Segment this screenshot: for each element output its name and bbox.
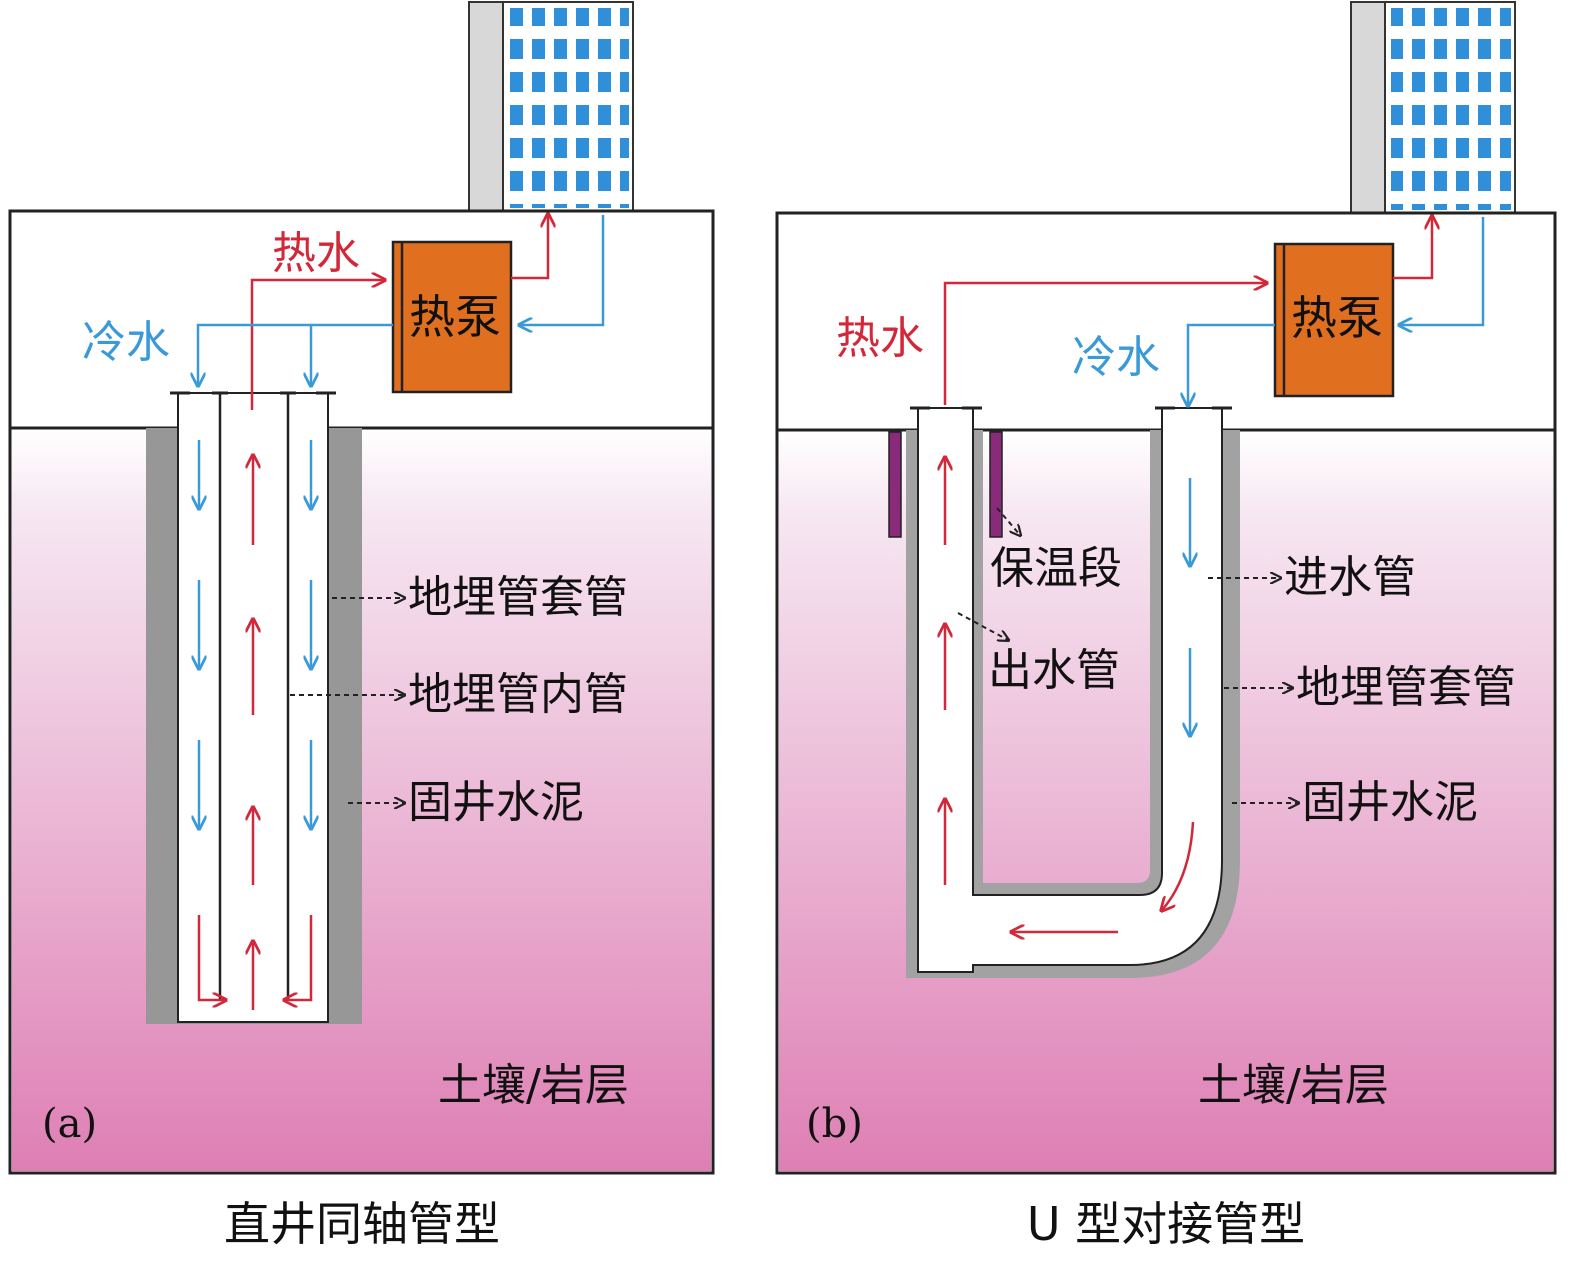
panel-tag-b: (b) bbox=[806, 1101, 863, 1147]
soil-label-b: 土壤/岩层 bbox=[1198, 1060, 1389, 1111]
bend-arrow-b bbox=[1162, 821, 1195, 910]
hot-supply-pipe-b bbox=[943, 283, 1266, 405]
turn-arrow-right-a bbox=[285, 915, 313, 1000]
cold-from-building-b bbox=[1400, 217, 1485, 325]
leader-insulation bbox=[996, 507, 1020, 535]
turn-arrow-left-a bbox=[197, 915, 225, 1000]
down-flow-arrows-a bbox=[199, 440, 311, 828]
outlet-pipe-label: 出水管 bbox=[988, 645, 1120, 696]
heat-pump-label-b: 热泵 bbox=[1291, 291, 1383, 345]
caption-b: U 型对接管型 bbox=[1027, 1197, 1305, 1251]
hot-to-building-a bbox=[511, 215, 548, 280]
insulation-label: 保温段 bbox=[990, 543, 1122, 594]
building-a bbox=[468, 1, 634, 213]
cold-from-building-a bbox=[520, 215, 605, 325]
heat-pump-b: 热泵 bbox=[1273, 242, 1395, 398]
inner-pipe-label-a: 地埋管内管 bbox=[408, 669, 628, 720]
inlet-pipe-label: 进水管 bbox=[1284, 552, 1416, 603]
hot-water-label-b: 热水 bbox=[836, 313, 924, 364]
building-b bbox=[1350, 1, 1516, 215]
heat-pump-label: 热泵 bbox=[409, 290, 501, 344]
insulation-left bbox=[888, 431, 902, 538]
leader-outlet-pipe bbox=[957, 612, 1008, 640]
outer-casing-label-b: 地埋管套管 bbox=[1296, 662, 1516, 713]
hot-supply-pipe-a bbox=[250, 280, 384, 410]
cement-b bbox=[906, 430, 1240, 978]
cement-label-b: 固井水泥 bbox=[1302, 777, 1478, 828]
hot-water-label-a: 热水 bbox=[272, 228, 360, 279]
cement-label-a: 固井水泥 bbox=[408, 777, 584, 828]
cold-return-pipe-b bbox=[1188, 323, 1275, 405]
cold-water-label-a: 冷水 bbox=[82, 317, 170, 368]
insulation-right bbox=[989, 431, 1003, 538]
panel-tag-a: (a) bbox=[42, 1101, 97, 1147]
outer-casing-label-a: 地埋管套管 bbox=[408, 572, 628, 623]
cold-return-pipe-a bbox=[198, 323, 393, 385]
heat-pump-a: 热泵 bbox=[391, 240, 513, 394]
cold-water-label-b: 冷水 bbox=[1072, 332, 1160, 383]
panel-a: 热泵 热水 冷水 地埋管套管 bbox=[8, 1, 715, 1251]
soil-label-a: 土壤/岩层 bbox=[438, 1060, 629, 1111]
caption-a: 直井同轴管型 bbox=[224, 1197, 500, 1251]
hot-to-building-b bbox=[1393, 217, 1432, 280]
panel-b: 热泵 热水 冷水 保温段 出水管 进水管 地埋管套管 固井水泥 土 bbox=[775, 1, 1557, 1251]
